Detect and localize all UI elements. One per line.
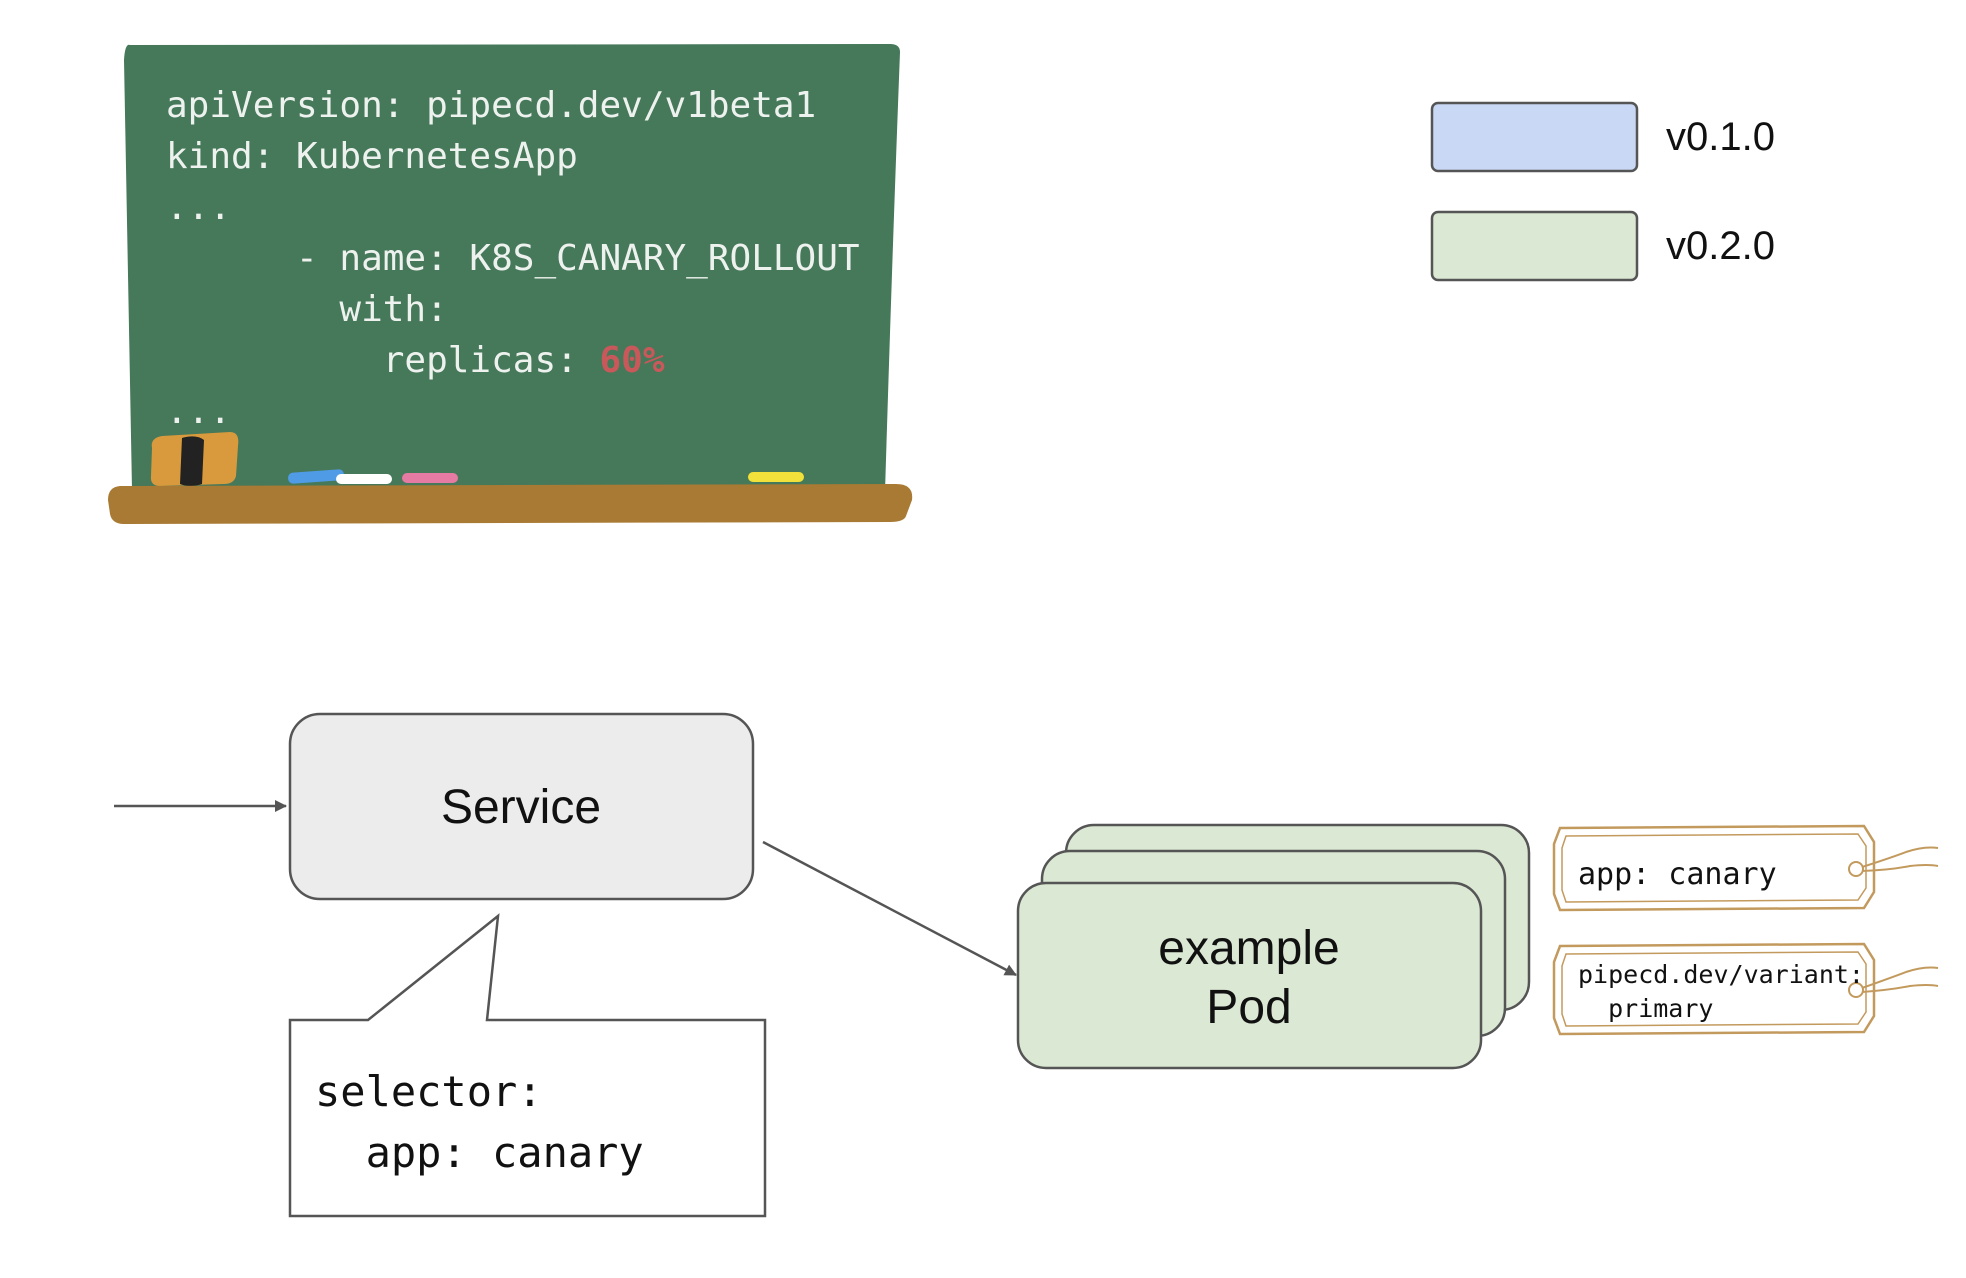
code-line-1: apiVersion: pipecd.dev/v1beta1 [166, 85, 816, 126]
code-line-4: - name: K8S_CANARY_ROLLOUT [166, 238, 860, 279]
replicas-value: 60% [599, 340, 664, 381]
legend-swatch-v010 [1430, 101, 1639, 173]
chalkboard-ledge [108, 484, 913, 524]
code-line-2: kind: KubernetesApp [166, 136, 578, 177]
tag-outline-variant [1552, 942, 1876, 1036]
legend: v0.1.0 v0.2.0 [1430, 101, 1775, 282]
tag-string-icon [1861, 966, 1939, 993]
code-line-7: ... [166, 391, 231, 432]
pod-label-line-2: Pod [1206, 981, 1291, 1034]
chalk-pieces-icon [288, 469, 804, 484]
label-tag-variant: pipecd.dev/variant: primary [1552, 942, 1939, 1036]
pod-label-line-1: example [1158, 922, 1339, 975]
chalkboard: apiVersion: pipecd.dev/v1beta1 kind: Kub… [108, 44, 913, 524]
code-line-5: with: [166, 289, 448, 330]
tag-variant-line-2: primary [1578, 994, 1713, 1023]
tag-hole-icon [1848, 982, 1864, 998]
service-node: Service [288, 712, 755, 901]
selector-callout-line-1: selector: [315, 1067, 543, 1116]
selector-callout-line-2: app: canary [315, 1128, 644, 1177]
chalkboard-surface [124, 44, 900, 492]
code-line-6: replicas: 60% [166, 340, 665, 381]
code-line-3: ... [166, 187, 231, 228]
service-label: Service [441, 781, 601, 834]
selector-callout: selector: app: canary [288, 913, 767, 1218]
tag-hole-icon [1848, 861, 1864, 877]
selector-callout-shape [288, 913, 767, 1218]
service-box [288, 712, 755, 901]
label-tag-app: app: canary [1552, 824, 1939, 912]
tag-string-icon [1861, 846, 1939, 872]
chalkboard-code: apiVersion: pipecd.dev/v1beta1 kind: Kub… [166, 85, 860, 432]
replicas-key: replicas: [166, 340, 599, 381]
tag-app-text: app: canary [1578, 857, 1777, 892]
pod-stack: example Pod [1016, 823, 1531, 1070]
legend-label-v020: v0.2.0 [1666, 224, 1775, 268]
tag-variant-line-1: pipecd.dev/variant: [1578, 960, 1864, 989]
legend-label-v010: v0.1.0 [1666, 115, 1775, 159]
eraser-icon [150, 432, 239, 486]
pod-card-front [1016, 881, 1483, 1070]
tag-outline-app [1552, 824, 1876, 912]
service-to-pod-arrow [762, 840, 1017, 977]
legend-swatch-v020 [1430, 210, 1639, 282]
